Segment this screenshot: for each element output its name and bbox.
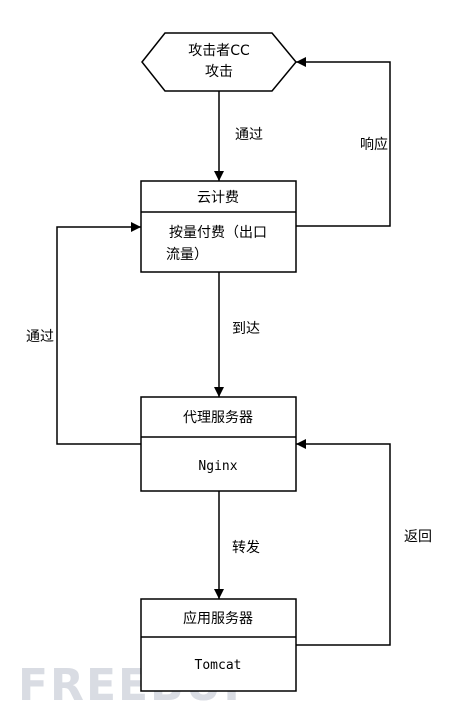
edge-label-response: 响应 bbox=[360, 136, 388, 153]
app-server-title: 应用服务器 bbox=[183, 610, 253, 627]
cloud-billing-title: 云计费 bbox=[197, 190, 239, 206]
edge-cloud-to-attacker: 响应 bbox=[296, 57, 391, 227]
proxy-server-node: 代理服务器 Nginx bbox=[140, 396, 297, 492]
cloud-billing-body-line2: 流量） bbox=[166, 247, 208, 263]
edge-label-pass-1: 通过 bbox=[235, 127, 263, 143]
proxy-server-title: 代理服务器 bbox=[183, 410, 253, 426]
proxy-server-body: Nginx bbox=[198, 459, 237, 474]
edge-proxy-to-app: 转发 bbox=[214, 491, 260, 599]
attacker-label-line2: 攻击 bbox=[205, 64, 233, 80]
edge-proxy-to-cloud: 通过 bbox=[26, 222, 141, 445]
edge-label-forward: 转发 bbox=[232, 540, 260, 556]
cloud-billing-body-line1: 按量付费（出口 bbox=[169, 225, 267, 241]
edge-attacker-to-cloud: 通过 bbox=[214, 91, 263, 181]
cloud-billing-node: 云计费 按量付费（出口 流量） bbox=[140, 180, 297, 273]
edge-label-return: 返回 bbox=[404, 529, 432, 545]
edge-app-to-proxy: 返回 bbox=[296, 439, 432, 646]
edge-label-pass-2: 通过 bbox=[26, 329, 54, 345]
attacker-node: 攻击者CC 攻击 bbox=[141, 32, 297, 92]
app-server-body: Tomcat bbox=[195, 658, 242, 673]
edge-label-arrive: 到达 bbox=[232, 321, 260, 337]
edge-cloud-to-proxy: 到达 bbox=[214, 272, 260, 397]
app-server-node: 应用服务器 Tomcat bbox=[140, 598, 297, 692]
attacker-label-line1: 攻击者CC bbox=[188, 43, 250, 59]
